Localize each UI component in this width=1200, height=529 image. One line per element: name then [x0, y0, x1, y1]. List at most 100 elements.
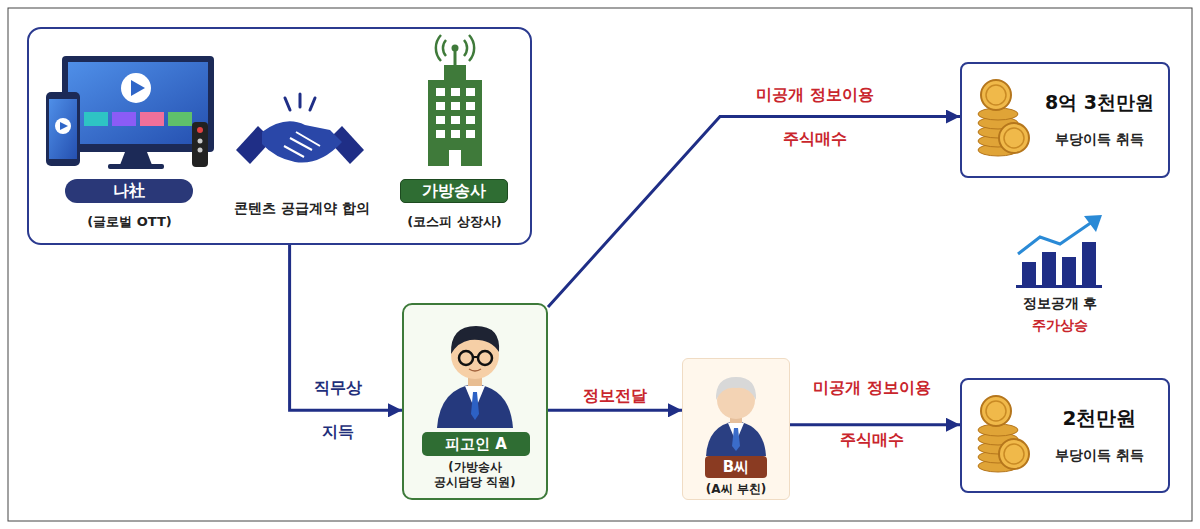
building-icon	[436, 130, 445, 138]
outer-frame	[8, 8, 1192, 521]
flow-arrow	[290, 245, 402, 410]
coin-stack-icon	[978, 126, 1018, 138]
node-title: 8억 3천만원	[1032, 90, 1167, 114]
building-icon	[451, 116, 460, 124]
building-icon	[452, 45, 459, 52]
edge-label: 직무상 지득	[298, 366, 378, 454]
coin-stack-icon	[978, 460, 1018, 472]
handshake-icon	[262, 121, 342, 162]
node-title: 2천만원	[1032, 406, 1167, 430]
person-b-illustration	[730, 412, 742, 423]
chart-caption: 주가상승	[1032, 316, 1088, 334]
rising-chart-icon	[1042, 252, 1056, 286]
building-icon	[436, 88, 445, 96]
node-subtitle: (코스피 상장사)	[392, 214, 517, 230]
flow-arrow	[790, 423, 960, 426]
coin-stack-icon	[999, 439, 1029, 469]
person-b-illustration	[706, 377, 766, 456]
person-a-illustration	[468, 374, 482, 386]
handshake-icon	[284, 132, 320, 157]
flow-arrow	[548, 409, 682, 412]
coin-stack-icon	[981, 80, 1011, 110]
person-b-illustration	[732, 428, 740, 451]
node-subtitle: 부당이득 취득	[1032, 446, 1167, 464]
rising-chart-icon	[1016, 215, 1102, 288]
father-box: B씨 (A씨 부친)	[682, 358, 790, 500]
flow-arrow	[548, 117, 960, 307]
building-icon	[444, 65, 466, 81]
building-icon	[466, 102, 475, 110]
person-a-illustration	[459, 351, 473, 365]
building-icon	[466, 130, 475, 138]
rising-chart-icon	[1082, 242, 1096, 286]
tv-illustration	[60, 122, 68, 130]
coin-stack-icon	[986, 85, 1006, 105]
person-b-illustration	[717, 381, 755, 419]
person-a-illustration	[451, 331, 499, 379]
coin-stack-icon	[1004, 128, 1024, 148]
handshake-icon	[236, 126, 272, 164]
coin-stack-icon	[978, 433, 1018, 445]
context-panel: 콘텐츠 공급계약 합의나社 (글로벌 OTT) 가방송사 (코스피 상장사)	[27, 27, 532, 245]
tv-illustration	[62, 56, 214, 152]
tv-illustration	[55, 118, 71, 134]
node-subtitle: (A씨 부친)	[683, 482, 789, 497]
coin-stack-icon	[981, 396, 1011, 426]
tv-illustration	[197, 127, 203, 133]
coin-stack-icon	[978, 108, 1018, 120]
edge-label: 미공개 정보이용 주식매수	[797, 362, 947, 466]
node-title: B씨	[705, 456, 767, 478]
node-subtitle: (가방송사 공시담당 직원)	[426, 460, 524, 490]
person-a-illustration	[465, 386, 485, 410]
person-b-illustration	[728, 423, 744, 442]
defendant-box: 피고인 A (가방송사 공시담당 직원)	[402, 303, 548, 500]
coin-stack-icon	[978, 117, 1018, 129]
person-a-illustration	[478, 351, 492, 365]
coin-stack-icon	[978, 80, 1029, 156]
rising-chart-icon	[1022, 262, 1036, 286]
rising-chart-icon	[1018, 222, 1092, 254]
edge-label: 미공개 정보이용 주식매수	[740, 73, 890, 161]
building-icon	[451, 88, 460, 96]
node-title: 피고인 A	[422, 432, 530, 456]
coin-stack-icon	[1004, 444, 1024, 464]
node-title: 콘텐츠 공급계약 합의	[197, 199, 407, 217]
person-a-illustration	[473, 356, 478, 358]
company-tag: 나社 (글로벌 OTT)	[47, 174, 212, 236]
handshake-icon	[299, 94, 302, 107]
person-a-illustration	[471, 392, 479, 420]
coin-stack-icon	[978, 442, 1018, 454]
building-icon	[428, 80, 482, 166]
node-title: 가방송사	[400, 179, 508, 203]
building-icon	[466, 116, 475, 124]
node-title: 나社	[65, 179, 193, 203]
tv-illustration	[112, 112, 136, 126]
tv-illustration	[49, 99, 77, 159]
building-icon	[466, 88, 475, 96]
tv-illustration	[198, 148, 203, 153]
building-icon	[454, 50, 457, 66]
building-icon	[451, 130, 460, 138]
node-subtitle: (글로벌 OTT)	[47, 214, 212, 230]
tv-illustration	[168, 112, 192, 126]
gain-box: 2천만원부당이득 취득	[960, 378, 1170, 493]
tv-illustration	[140, 112, 164, 126]
building-icon	[436, 35, 474, 61]
coin-stack-icon	[999, 123, 1029, 153]
tv-illustration	[131, 80, 145, 96]
coin-stack-icon	[978, 135, 1018, 147]
gain-box: 8억 3천만원부당이득 취득	[960, 62, 1170, 178]
person-a-illustration	[451, 326, 499, 354]
handshake-icon	[328, 126, 364, 164]
person-a-illustration	[469, 369, 481, 371]
person-b-illustration	[706, 421, 766, 456]
coin-stack-icon	[978, 424, 1018, 436]
rising-chart-icon	[1062, 257, 1076, 286]
handshake-icon	[285, 98, 290, 110]
coin-stack-icon	[978, 451, 1018, 463]
